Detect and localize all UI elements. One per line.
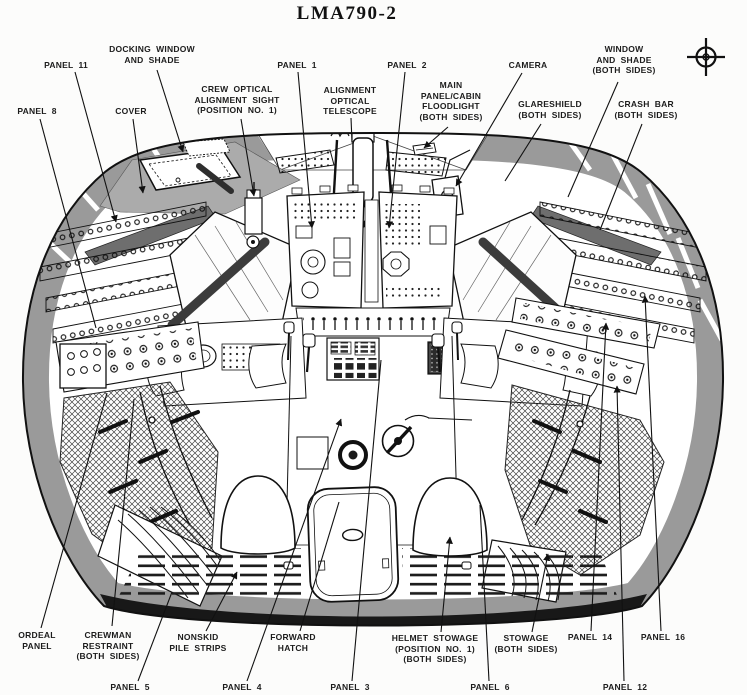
helmet-dome-right [412, 477, 488, 557]
leader-coas [240, 118, 257, 197]
dsky-keypad [326, 337, 380, 381]
leader-lines [39, 69, 662, 682]
callout-crash-bar: CRASH BAR (BOTH SIDES) [614, 99, 678, 120]
callout-panel-1: PANEL 1 [277, 60, 317, 70]
callout-aot: ALIGNMENT OPTICAL TELESCOPE [323, 85, 377, 117]
callout-panel-2: PANEL 2 [387, 60, 427, 70]
main-panel-assembly [286, 184, 458, 309]
console-right-panel-14 [511, 297, 661, 349]
callout-cover: COVER [115, 106, 147, 116]
leader-panel-3 [351, 359, 382, 682]
window-left [167, 211, 299, 336]
cabin-outline [21, 131, 725, 627]
leader-nonskid [205, 571, 238, 632]
callout-window-shade: WINDOW AND SHADE (BOTH SIDES) [592, 44, 656, 76]
overhead-panels [275, 133, 447, 177]
figure-title: LMA790-2 [296, 3, 398, 24]
stowage-left [59, 381, 219, 583]
leader-glareshield [504, 123, 542, 182]
leader-floodlight [423, 126, 449, 149]
leader-stowage [531, 553, 551, 633]
leader-ordeal [40, 392, 108, 629]
ordeal-box [59, 343, 107, 389]
leader-panel-16 [641, 295, 662, 632]
leader-panel-4 [246, 418, 343, 682]
leader-panel-11 [74, 71, 118, 223]
forward-hatch-shape [306, 486, 400, 603]
cover-panel [182, 138, 231, 157]
callout-panel-11: PANEL 11 [44, 60, 88, 70]
helmet-dome-left [220, 475, 296, 555]
callout-helmet-stowage: HELMET STOWAGE (POSITION NO. 1) (BOTH SI… [391, 633, 479, 665]
callout-coas: CREW OPTICAL ALIGNMENT SIGHT (POSITION N… [194, 84, 280, 116]
leader-panel-12 [613, 385, 625, 682]
docking-window-shade-roller [196, 163, 234, 194]
callout-panel-14: PANEL 14 [567, 632, 613, 642]
callout-forward-hatch: FORWARD HATCH [270, 632, 316, 653]
leader-crewman [111, 398, 135, 627]
floor-nonskid [118, 548, 618, 600]
shell-notch [668, 345, 692, 378]
callout-panel-12: PANEL 12 [602, 682, 648, 692]
leader-panel-1 [297, 71, 315, 229]
callout-main-floodlight: MAIN PANEL/CABIN FLOODLIGHT (BOTH SIDES) [419, 80, 483, 122]
leader-helmet-stowage [440, 536, 453, 633]
leader-panel-14 [590, 322, 610, 632]
leader-crash-bar [599, 123, 643, 231]
crash-bar-left [167, 237, 270, 330]
console-left-panel-8 [55, 321, 205, 393]
callout-stowage: STOWAGE (BOTH SIDES) [494, 633, 558, 654]
leader-panel-6 [479, 504, 490, 682]
callout-panel-6: PANEL 6 [470, 682, 510, 692]
callout-glareshield: GLARESHIELD (BOTH SIDES) [518, 99, 582, 120]
leader-aot [350, 117, 353, 143]
callout-panel-3: PANEL 3 [330, 682, 370, 692]
leader-docking-window [156, 69, 185, 153]
crewman-restraint-cables [139, 385, 591, 526]
callout-panel-16: PANEL 16 [640, 632, 686, 642]
callout-panel-5: PANEL 5 [110, 682, 150, 692]
callout-panel-4: PANEL 4 [222, 682, 262, 692]
registration-crosshair-icon [687, 38, 725, 76]
leader-panel-8 [39, 118, 97, 329]
leader-panel-2 [386, 71, 406, 229]
callout-crewman: CREWMAN RESTRAINT (BOTH SIDES) [76, 630, 140, 662]
leader-forward-hatch [299, 501, 340, 632]
stowage-right [504, 384, 665, 576]
callout-camera: CAMERA [508, 60, 548, 70]
leader-camera [455, 72, 523, 187]
leader-panel-5 [137, 591, 173, 682]
callout-nonskid: NONSKID PILE STRIPS [169, 632, 227, 653]
center-switch-strip [295, 307, 451, 337]
callout-ordeal: ORDEAL PANEL [18, 630, 56, 651]
leader-cover [132, 118, 146, 194]
leader-window-shade [567, 81, 619, 198]
callout-docking-window: DOCKING WINDOW AND SHADE [109, 44, 195, 65]
callout-panel-8: PANEL 8 [17, 106, 57, 116]
